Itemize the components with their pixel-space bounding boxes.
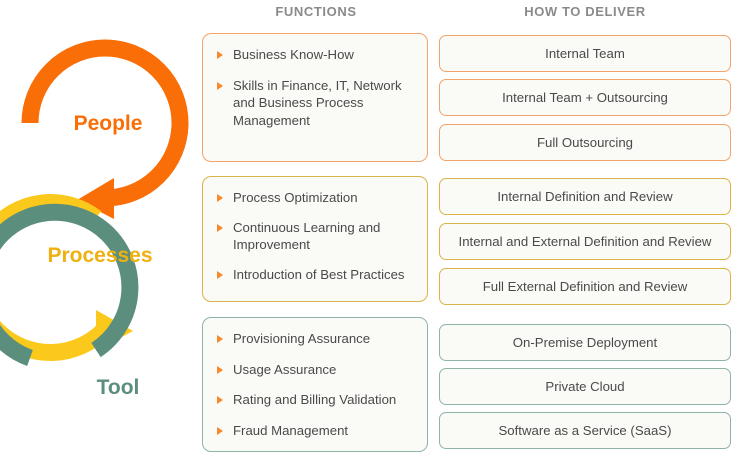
cycle-label-processes: Processes	[47, 244, 153, 267]
triangle-bullet-icon	[217, 194, 223, 202]
triangle-bullet-icon	[217, 335, 223, 343]
triangle-bullet-icon	[217, 270, 223, 279]
triangle-bullet-icon	[217, 223, 223, 232]
deliver-option-private-cloud[interactable]: Private Cloud	[439, 368, 731, 405]
list-item: Provisioning Assurance	[215, 330, 415, 348]
list-item-label: Process Optimization	[233, 190, 358, 205]
deliver-option-internal-team[interactable]: Internal Team	[439, 35, 731, 72]
functions-list-processes: Process Optimization Continuous Learning…	[215, 189, 415, 283]
list-item: Fraud Management	[215, 422, 415, 440]
functions-box-tool: Provisioning Assurance Usage Assurance R…	[202, 317, 428, 452]
list-item: Skills in Finance, IT, Network and Busin…	[215, 77, 415, 130]
cycle-arc-people	[21, 39, 189, 219]
cycle-arc-tool	[0, 203, 139, 367]
list-item: Usage Assurance	[215, 361, 415, 379]
list-item-label: Introduction of Best Practices	[233, 266, 405, 282]
list-item: Continuous Learning and Improvement	[215, 219, 415, 254]
column-header-functions: FUNCTIONS	[275, 4, 357, 19]
list-item-label: Continuous Learning and Improvement	[233, 219, 381, 253]
list-item: Introduction of Best Practices	[215, 266, 415, 284]
list-item-label: Fraud Management	[233, 422, 349, 438]
list-item-label: Provisioning Assurance	[233, 331, 371, 346]
cycle-diagram: People Processes Tool	[0, 18, 200, 464]
list-item: Rating and Billing Validation	[215, 391, 415, 409]
cycle-label-people: People	[73, 112, 143, 135]
cycle-arrows-svg	[0, 39, 189, 367]
column-header-how-to-deliver: HOW TO DELIVER	[524, 4, 646, 19]
list-item: Process Optimization	[215, 189, 415, 207]
triangle-bullet-icon	[217, 51, 223, 59]
functions-list-tool: Provisioning Assurance Usage Assurance R…	[215, 330, 415, 439]
list-item: Business Know-How	[215, 46, 415, 64]
deliver-option-internal-external-definition-review[interactable]: Internal and External Definition and Rev…	[439, 223, 731, 260]
deliver-option-internal-team-outsourcing[interactable]: Internal Team + Outsourcing	[439, 79, 731, 116]
functions-box-processes: Process Optimization Continuous Learning…	[202, 176, 428, 302]
deliver-option-full-external-definition-review[interactable]: Full External Definition and Review	[439, 268, 731, 305]
deliver-option-internal-definition-review[interactable]: Internal Definition and Review	[439, 178, 731, 215]
deliver-option-full-outsourcing[interactable]: Full Outsourcing	[439, 124, 731, 161]
triangle-bullet-icon	[217, 396, 223, 404]
list-item-label: Usage Assurance	[233, 361, 337, 377]
functions-list-people: Business Know-How Skills in Finance, IT,…	[215, 46, 415, 129]
triangle-bullet-icon	[217, 426, 223, 435]
deliver-option-on-premise-deployment[interactable]: On-Premise Deployment	[439, 324, 731, 361]
triangle-bullet-icon	[217, 365, 223, 374]
list-item-label: Business Know-How	[233, 47, 354, 62]
list-item-label: Skills in Finance, IT, Network and Busin…	[233, 77, 402, 128]
triangle-bullet-icon	[217, 81, 223, 90]
deliver-option-saas[interactable]: Software as a Service (SaaS)	[439, 412, 731, 449]
functions-box-people: Business Know-How Skills in Finance, IT,…	[202, 33, 428, 162]
cycle-label-tool: Tool	[96, 376, 140, 399]
list-item-label: Rating and Billing Validation	[233, 392, 397, 407]
